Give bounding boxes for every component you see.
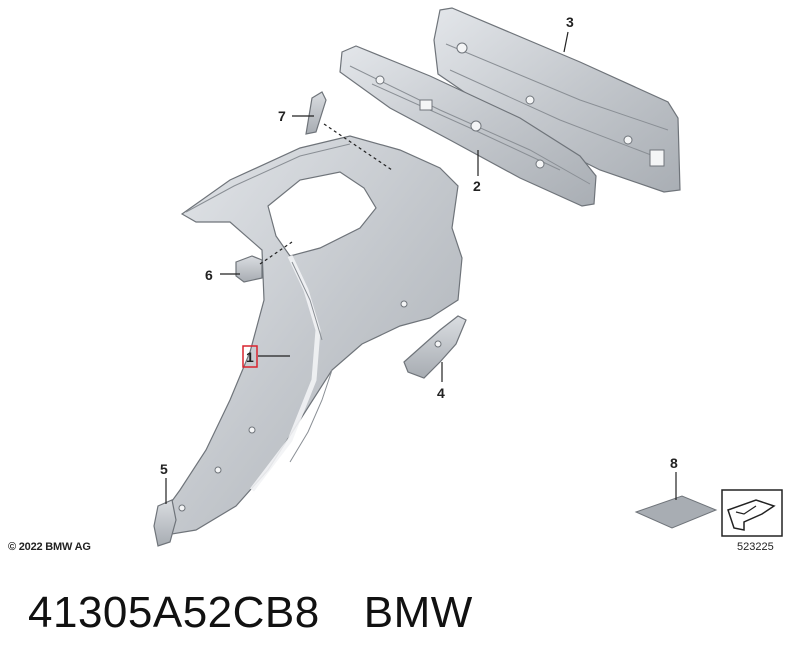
part-2-cross-member[interactable] bbox=[339, 45, 597, 207]
callout-7[interactable]: 7 bbox=[278, 108, 286, 124]
callout-8[interactable]: 8 bbox=[670, 455, 678, 471]
reference-icon-box bbox=[721, 489, 783, 537]
part-number: 41305A52CB8 bbox=[28, 588, 320, 637]
callout-5[interactable]: 5 bbox=[160, 461, 168, 477]
part-6-bracket[interactable] bbox=[235, 255, 263, 283]
part-5-bracket[interactable] bbox=[153, 499, 177, 547]
callout-1[interactable]: 1 bbox=[246, 349, 254, 365]
part-4-bracket[interactable] bbox=[403, 315, 467, 379]
callout-2[interactable]: 2 bbox=[473, 178, 481, 194]
leader-lines bbox=[165, 31, 677, 504]
parts-diagram: 1 2 3 4 5 6 7 8 bbox=[153, 7, 783, 547]
copyright-text: © 2022 BMW AG bbox=[8, 541, 91, 553]
part-3-rear-panel[interactable] bbox=[433, 7, 681, 193]
footer: 41305A52CB8 BMW bbox=[28, 588, 473, 638]
callout-3[interactable]: 3 bbox=[566, 14, 574, 30]
part-7-strip[interactable] bbox=[305, 91, 327, 135]
reference-number: 523225 bbox=[737, 541, 774, 553]
part-1-side-panel[interactable] bbox=[163, 135, 463, 535]
callout-4[interactable]: 4 bbox=[437, 385, 445, 401]
callouts: 1 2 3 4 5 6 7 8 bbox=[160, 14, 678, 477]
brand-name: BMW bbox=[363, 588, 473, 637]
part-8-pad[interactable] bbox=[634, 495, 718, 529]
callout-6[interactable]: 6 bbox=[205, 267, 213, 283]
callout-1-highlight bbox=[242, 345, 258, 368]
